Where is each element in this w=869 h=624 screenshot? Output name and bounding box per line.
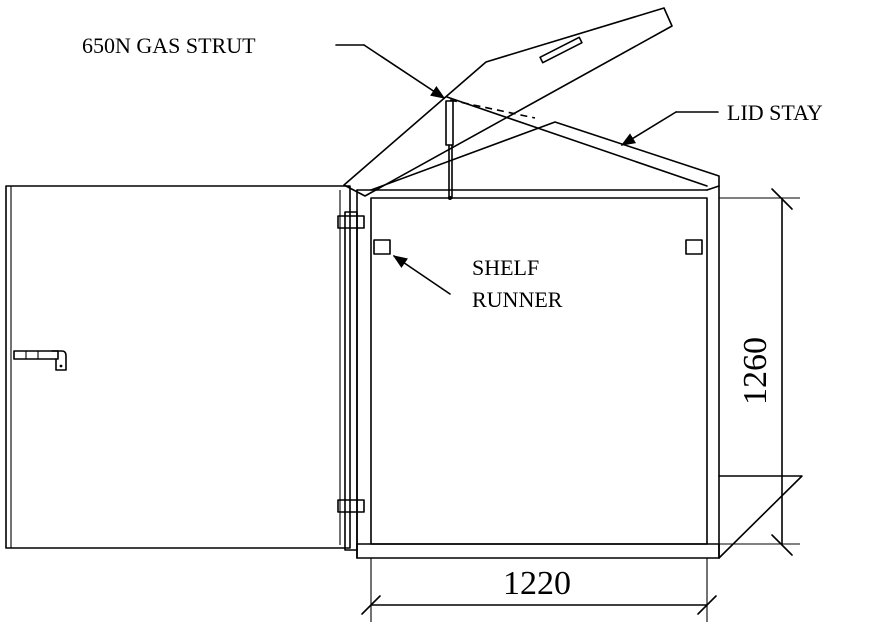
width-dimension <box>361 558 717 622</box>
shelf-runner-label-line2: RUNNER <box>472 287 563 312</box>
cabinet-body <box>356 185 720 559</box>
shelf-runner-arrow <box>392 255 451 295</box>
lid-stay-arrow <box>620 111 677 146</box>
base-projection <box>718 475 803 559</box>
hinge-top <box>337 215 365 229</box>
door-handle-icon <box>13 350 67 371</box>
shelf-runner-right <box>685 239 703 255</box>
shelf-runner-label-line1: SHELF <box>472 255 539 280</box>
shelf-runner-left <box>373 239 391 255</box>
open-lid <box>343 7 673 197</box>
hinge-strip <box>337 211 365 551</box>
width-dimension-label: 1220 <box>503 565 571 602</box>
hinge-bottom <box>337 499 365 513</box>
height-dimension-label: 1260 <box>737 337 774 405</box>
lid-handle-icon <box>539 36 583 64</box>
open-door <box>5 185 351 549</box>
gas-strut-label: 650N GAS STRUT <box>82 33 256 58</box>
roof-ridge <box>370 121 720 191</box>
gas-strut <box>445 100 454 200</box>
lid-stay <box>446 96 708 187</box>
gas-strut-arrow <box>363 44 446 99</box>
lid-stay-label: LID STAY <box>727 100 823 125</box>
height-dimension <box>719 188 800 556</box>
